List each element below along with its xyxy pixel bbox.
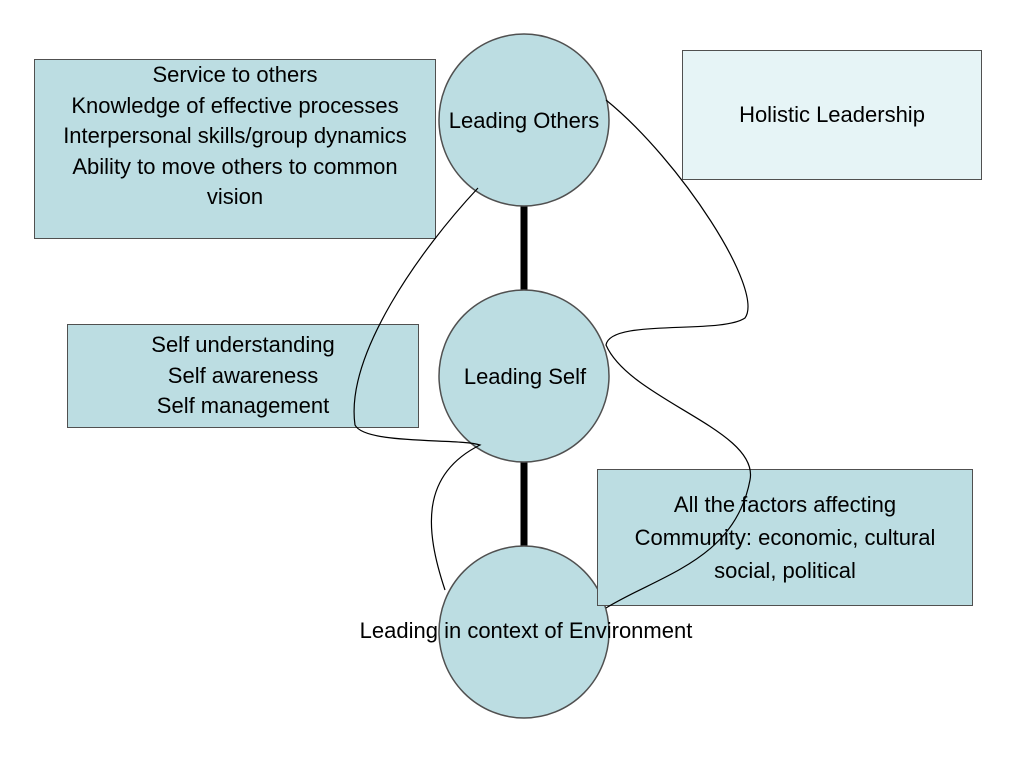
leading-self-line-1: Self understanding — [151, 332, 335, 358]
holistic-leadership-box: Holistic Leadership — [682, 50, 982, 180]
community-line-3: social, political — [714, 558, 856, 583]
holistic-leadership-label: Holistic Leadership — [739, 101, 925, 127]
circle-label-leading-environment: Leading in context of Environment — [359, 618, 693, 643]
community-line-1: All the factors affecting — [673, 492, 897, 517]
leading-others-line-1: Service to others — [152, 62, 318, 87]
leading-others-line-3: Interpersonal skills/group dynamics — [63, 123, 407, 148]
leading-others-line-4: Ability to move others to common — [72, 153, 398, 179]
community-factors-box: All the factors affecting Community: eco… — [597, 469, 973, 606]
circle-label-leading-others: Leading Others — [448, 108, 600, 133]
leading-others-line-5: vision — [206, 184, 264, 209]
leading-self-line-3: Self management — [156, 393, 330, 419]
leading-others-details-box: Service to others Knowledge of effective… — [34, 59, 436, 239]
community-line-2: Community: economic, cultural — [634, 525, 936, 550]
leading-self-details-box: Self understanding Self awareness Self m… — [67, 324, 419, 428]
leading-others-line-2: Knowledge of effective processes — [71, 92, 399, 118]
circle-label-leading-self: Leading Self — [463, 364, 587, 389]
leading-self-line-2: Self awareness — [167, 362, 319, 388]
